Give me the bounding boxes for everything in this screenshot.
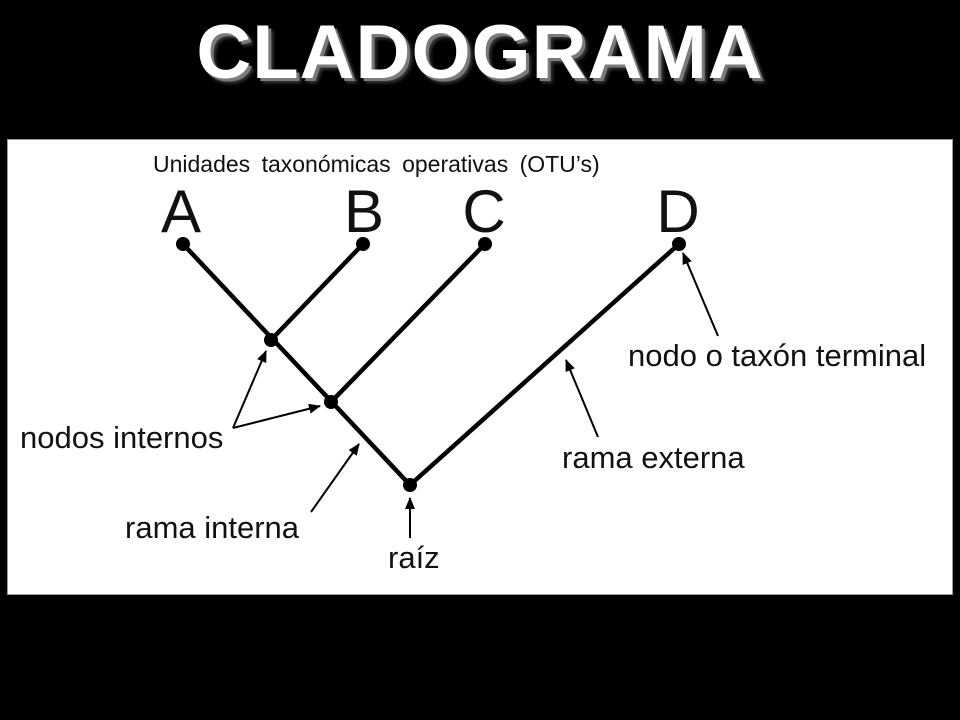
terminal-node-a — [176, 237, 190, 251]
terminal-node-d — [672, 237, 686, 251]
branch-c — [328, 241, 488, 405]
taxon-label-d: D — [656, 178, 699, 245]
branch-d-external — [407, 241, 682, 488]
arrow-terminal-node — [682, 252, 719, 337]
root-node — [403, 478, 417, 492]
branch-b — [268, 241, 366, 343]
label-internal-branch: rama interna — [125, 510, 300, 545]
otu-heading: Unidades taxonómicas operativas (OTU’s) — [153, 151, 600, 177]
arrow-internal-node-ab — [232, 350, 267, 429]
terminal-node-b — [356, 237, 370, 251]
label-internal-nodes: nodos internos — [20, 420, 223, 455]
cladogram-panel: Unidades taxonómicas operativas (OTU’s) … — [7, 139, 953, 595]
branch-a-to-root — [180, 241, 413, 488]
terminal-node-c — [478, 237, 492, 251]
taxon-label-a: A — [161, 178, 201, 245]
taxon-label-c: C — [462, 178, 505, 245]
slide-title: CLADOGRAMA — [196, 10, 764, 95]
internal-node-ab — [264, 333, 278, 347]
cladogram-diagram: Unidades taxonómicas operativas (OTU’s) … — [20, 151, 926, 575]
label-terminal-node: nodo o taxón terminal — [628, 338, 926, 373]
label-external-branch: rama externa — [562, 440, 745, 475]
internal-node-abc — [324, 395, 338, 409]
arrow-internal-branch — [310, 443, 360, 513]
arrow-internal-node-abc — [232, 403, 321, 429]
label-root: raíz — [388, 540, 440, 575]
arrow-external-branch — [565, 359, 599, 438]
taxon-label-b: B — [344, 178, 384, 245]
